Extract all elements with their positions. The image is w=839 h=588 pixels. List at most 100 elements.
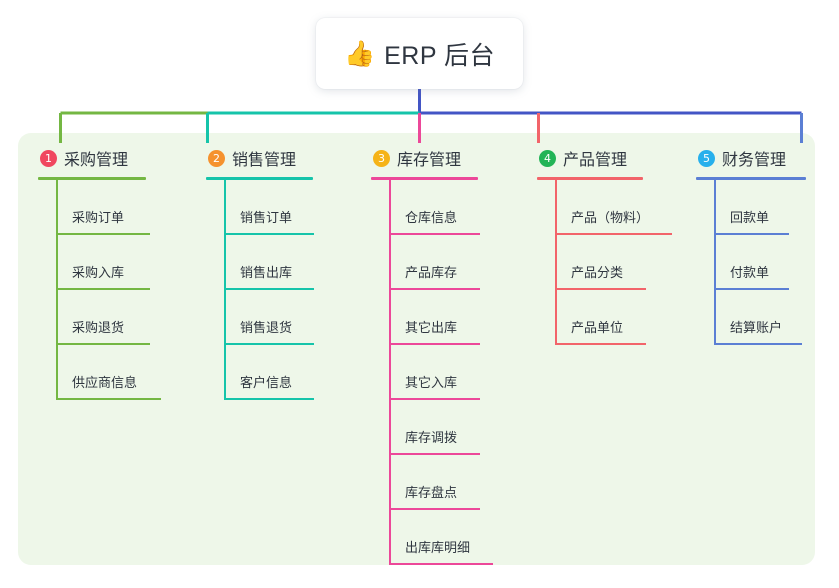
menu-item[interactable]: 库存盘点 (389, 455, 521, 510)
menu-item[interactable]: 产品单位 (555, 290, 687, 345)
menu-item-label: 出库库明细 (405, 540, 471, 555)
menu-item-rule (56, 233, 150, 235)
column-header-rule (38, 177, 146, 180)
column-1: 1 采购管理采购订单采购入库采购退货供应商信息 (38, 145, 188, 400)
column-title: 产品管理 (563, 152, 628, 169)
menu-item-rule (389, 233, 480, 235)
column-title: 采购管理 (64, 152, 129, 169)
column-2: 2 销售管理销售订单销售出库销售退货客户信息 (206, 145, 356, 400)
column-index-badge: 2 (208, 149, 225, 167)
root-title: ERP 后台 (384, 41, 496, 70)
root-node[interactable]: 👍 ERP 后台 (316, 18, 523, 89)
menu-item-label: 采购订单 (72, 210, 125, 225)
column-title: 库存管理 (397, 152, 462, 169)
column-header[interactable]: 3 库存管理 (371, 145, 521, 171)
menu-item-label: 其它入库 (405, 375, 458, 390)
menu-item-rule (224, 343, 314, 345)
menu-item[interactable]: 回款单 (714, 180, 839, 235)
menu-item-rule (555, 233, 672, 235)
menu-item-rule (714, 343, 802, 345)
column-header-rule (206, 177, 313, 180)
menu-item-label: 库存盘点 (405, 485, 458, 500)
menu-item-rule (714, 233, 789, 235)
menu-item-label: 回款单 (730, 210, 770, 225)
menu-item[interactable]: 付款单 (714, 235, 839, 290)
column-header[interactable]: 5 财务管理 (696, 145, 839, 171)
column-items: 销售订单销售出库销售退货客户信息 (206, 180, 356, 400)
menu-item[interactable]: 供应商信息 (56, 345, 188, 400)
column-3: 3 库存管理仓库信息产品库存其它出库其它入库库存调拨库存盘点出库库明细 (371, 145, 521, 565)
menu-item[interactable]: 出库库明细 (389, 510, 521, 565)
column-title: 财务管理 (722, 152, 787, 169)
column-spine (714, 180, 716, 345)
column-index-badge: 5 (698, 149, 715, 167)
menu-item[interactable]: 销售出库 (224, 235, 356, 290)
column-items: 产品（物料） 产品分类产品单位 (537, 180, 687, 345)
menu-item[interactable]: 销售订单 (224, 180, 356, 235)
column-items: 回款单付款单结算账户 (696, 180, 839, 345)
menu-item[interactable]: 产品库存 (389, 235, 521, 290)
menu-item-rule (224, 233, 314, 235)
menu-item-label: 销售订单 (240, 210, 293, 225)
menu-item-label: 产品（物料） (571, 210, 650, 225)
menu-item[interactable]: 采购退货 (56, 290, 188, 345)
menu-item[interactable]: 采购入库 (56, 235, 188, 290)
menu-item-label: 库存调拨 (405, 430, 458, 445)
column-5: 5 财务管理回款单付款单结算账户 (696, 145, 839, 345)
column-header-rule (696, 177, 806, 180)
menu-item[interactable]: 客户信息 (224, 345, 356, 400)
menu-item-label: 采购入库 (72, 265, 125, 280)
menu-item[interactable]: 产品（物料） (555, 180, 687, 235)
menu-item[interactable]: 销售退货 (224, 290, 356, 345)
column-header[interactable]: 2 销售管理 (206, 145, 356, 171)
menu-item-label: 仓库信息 (405, 210, 458, 225)
menu-item[interactable]: 产品分类 (555, 235, 687, 290)
menu-item-label: 销售退货 (240, 320, 293, 335)
column-title: 销售管理 (232, 152, 297, 169)
column-items: 采购订单采购入库采购退货供应商信息 (38, 180, 188, 400)
menu-item-label: 产品分类 (571, 265, 624, 280)
menu-item-rule (224, 398, 314, 400)
menu-item-label: 其它出库 (405, 320, 458, 335)
menu-item[interactable]: 采购订单 (56, 180, 188, 235)
diagram-panel (18, 133, 815, 565)
menu-item-rule (56, 398, 161, 400)
column-spine (389, 180, 391, 565)
menu-item-rule (389, 398, 480, 400)
column-header[interactable]: 4 产品管理 (537, 145, 687, 171)
menu-item[interactable]: 结算账户 (714, 290, 839, 345)
column-index-badge: 1 (40, 149, 57, 167)
column-spine (555, 180, 557, 345)
column-header-rule (537, 177, 643, 180)
column-spine (56, 180, 58, 400)
menu-item-rule (224, 288, 314, 290)
menu-item-rule (714, 288, 789, 290)
menu-item-label: 结算账户 (730, 320, 783, 335)
menu-item-rule (56, 343, 150, 345)
menu-item-rule (389, 563, 493, 565)
menu-item-label: 产品库存 (405, 265, 458, 280)
column-items: 仓库信息产品库存其它出库其它入库库存调拨库存盘点出库库明细 (371, 180, 521, 565)
column-spine (224, 180, 226, 400)
menu-item[interactable]: 其它入库 (389, 345, 521, 400)
menu-item-rule (555, 288, 646, 290)
menu-item-rule (389, 508, 480, 510)
menu-item-label: 采购退货 (72, 320, 125, 335)
menu-item-rule (555, 343, 646, 345)
column-header[interactable]: 1 采购管理 (38, 145, 188, 171)
menu-item-rule (389, 288, 480, 290)
menu-item-label: 产品单位 (571, 320, 624, 335)
column-index-badge: 4 (539, 149, 556, 167)
menu-item[interactable]: 其它出库 (389, 290, 521, 345)
menu-item[interactable]: 仓库信息 (389, 180, 521, 235)
menu-item-rule (389, 343, 480, 345)
column-index-badge: 3 (373, 149, 390, 167)
menu-item-rule (389, 453, 480, 455)
menu-item-label: 付款单 (730, 265, 770, 280)
menu-item[interactable]: 库存调拨 (389, 400, 521, 455)
menu-item-label: 供应商信息 (72, 375, 138, 390)
column-header-rule (371, 177, 478, 180)
thumbs-up-icon: 👍 (343, 40, 376, 68)
menu-item-rule (56, 288, 150, 290)
